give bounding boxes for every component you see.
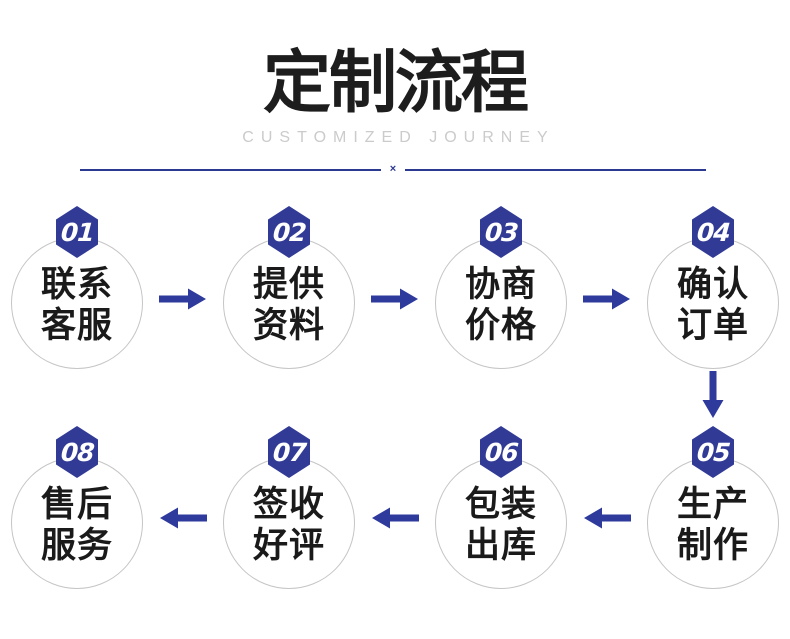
step-number: 03	[483, 217, 519, 247]
step-number: 08	[59, 437, 95, 467]
arrow-right-icon	[583, 288, 630, 310]
step-01-contact-support: 联系 客服 01	[11, 206, 143, 369]
step-label-line2: 服务	[40, 526, 113, 566]
step-label-line1: 生产	[676, 485, 749, 526]
step-label: 确认 订单	[677, 265, 749, 347]
step-circle: 确认 订单	[647, 237, 779, 369]
step-number: 07	[271, 437, 307, 467]
divider-line-right	[405, 168, 706, 171]
step-circle: 协商 价格	[435, 237, 567, 369]
step-number: 06	[483, 437, 519, 467]
step-02-provide-materials: 提供 资料 02	[223, 206, 355, 369]
step-label-line1: 联系	[40, 265, 113, 306]
title-divider: ×	[80, 163, 706, 176]
step-number: 04	[695, 217, 731, 247]
step-08-after-sales-service: 售后 服务 08	[11, 426, 143, 589]
page-title: 定制流程	[262, 44, 529, 123]
step-circle: 联系 客服	[11, 237, 143, 369]
arrow-left-icon	[160, 507, 207, 529]
step-label-line2: 客服	[40, 306, 113, 346]
step-label: 签收 好评	[253, 485, 325, 567]
divider-x-mark: ×	[389, 163, 397, 175]
step-label-line1: 确认	[676, 265, 749, 306]
step-label-line1: 提供	[252, 265, 325, 306]
step-05-production: 生产 制作 05	[647, 426, 779, 589]
page-subtitle: CUSTOMIZED JOURNEY	[242, 129, 555, 146]
step-label-line2: 订单	[676, 306, 749, 346]
step-circle: 提供 资料	[223, 237, 355, 369]
step-label: 生产 制作	[677, 485, 749, 567]
step-label: 联系 客服	[41, 265, 113, 347]
step-label: 提供 资料	[253, 265, 325, 347]
step-label: 包装 出库	[465, 485, 537, 567]
step-circle: 签收 好评	[223, 457, 355, 589]
step-label-line2: 制作	[676, 526, 749, 566]
step-label-line2: 出库	[464, 526, 537, 566]
step-circle: 包装 出库	[435, 457, 567, 589]
arrow-left-icon	[584, 507, 631, 529]
step-label-line1: 售后	[40, 485, 113, 526]
step-label: 售后 服务	[41, 485, 113, 567]
step-label-line2: 资料	[252, 306, 325, 346]
step-label-line2: 价格	[464, 306, 537, 346]
step-number: 01	[59, 217, 95, 247]
step-number: 05	[695, 437, 731, 467]
step-07-sign-and-review: 签收 好评 07	[223, 426, 355, 589]
step-circle: 生产 制作	[647, 457, 779, 589]
arrow-right-icon	[159, 288, 206, 310]
step-04-confirm-order: 确认 订单 04	[647, 206, 779, 369]
step-06-packaging-shipment: 包装 出库 06	[435, 426, 567, 589]
step-number: 02	[271, 217, 307, 247]
step-label-line1: 协商	[464, 265, 537, 306]
arrow-left-icon	[372, 507, 419, 529]
step-label-line1: 签收	[252, 485, 325, 526]
step-03-negotiate-price: 协商 价格 03	[435, 206, 567, 369]
arrow-right-icon	[371, 288, 418, 310]
step-label-line2: 好评	[252, 526, 325, 566]
divider-line-left	[80, 168, 381, 171]
step-circle: 售后 服务	[11, 457, 143, 589]
arrow-down-icon	[702, 371, 724, 418]
step-label-line1: 包装	[464, 485, 537, 526]
step-label: 协商 价格	[465, 265, 537, 347]
